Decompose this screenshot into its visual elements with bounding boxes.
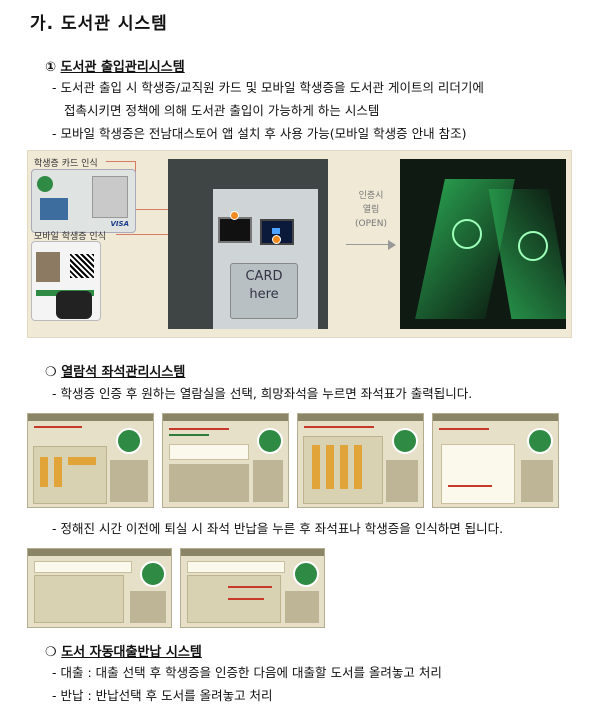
id-input-field xyxy=(169,444,249,460)
university-logo-icon xyxy=(257,428,283,454)
section1-title: 도서관 출입관리시스템 xyxy=(60,60,185,75)
screen-titlebar xyxy=(433,414,558,421)
screen-notice xyxy=(34,561,132,573)
section3-line-2: - 반납 : 반납선택 후 도서를 올려놓고 처리 xyxy=(52,688,273,703)
screen-text xyxy=(439,428,489,430)
callout-dot xyxy=(230,211,239,220)
section2-marker: ❍ xyxy=(45,365,57,380)
section2-heading: ❍ 열람석 좌석관리시스템 xyxy=(45,361,185,380)
screen-text xyxy=(448,485,492,487)
visa-logo: VISA xyxy=(110,220,129,228)
kiosk-screen-seat-select xyxy=(297,413,424,508)
screen-text xyxy=(34,426,82,428)
seat-block xyxy=(68,457,96,465)
screen-text xyxy=(169,428,229,430)
kiosk-keypad xyxy=(386,460,418,502)
kiosk-keypad xyxy=(253,460,283,502)
seat-block xyxy=(54,457,62,487)
university-logo-icon xyxy=(293,561,319,587)
kiosk-screen-seat-ticket xyxy=(432,413,559,508)
student-card-image: VISA xyxy=(31,169,136,233)
university-logo-icon xyxy=(392,428,418,454)
gate-reader-photo: CARD here xyxy=(168,159,328,329)
card-here-text-1: CARD xyxy=(245,269,283,284)
student-card-label: 학생증 카드 인식 xyxy=(34,159,98,169)
card-here-text-2: here xyxy=(249,287,279,302)
university-logo-icon xyxy=(37,176,53,192)
phone-in-hand-image xyxy=(56,291,92,319)
screen-notice xyxy=(187,561,285,573)
screen-titlebar xyxy=(28,549,171,556)
screen-text xyxy=(304,426,374,428)
seat-block xyxy=(340,445,348,489)
card-reader xyxy=(218,217,252,243)
seat-block xyxy=(326,445,334,489)
section1-line-3: - 모바일 학생증은 전남대스토어 앱 설치 후 사용 가능(모바일 학생증 안… xyxy=(52,126,467,141)
seat-block xyxy=(354,445,362,489)
mobile-card-label: 모바일 학생증 인식 xyxy=(34,232,106,242)
room-map xyxy=(33,446,107,504)
university-logo-icon xyxy=(527,428,553,454)
section3-heading: ❍ 도서 자동대출반납 시스템 xyxy=(45,641,202,660)
leader-line xyxy=(106,161,136,162)
section1-line-2: 접촉시키면 정책에 의해 도서관 출입이 가능하게 하는 시스템 xyxy=(64,103,380,118)
screen-titlebar xyxy=(28,414,153,421)
kiosk-keypad xyxy=(521,460,553,502)
card-chip xyxy=(40,198,68,220)
screen-titlebar xyxy=(163,414,288,421)
section1-line-1: - 도서관 출입 시 학생증/교직원 카드 및 모바일 학생증을 도서관 게이트… xyxy=(52,80,484,95)
section1-marker: ① xyxy=(45,60,57,75)
section3-line-1: - 대출 : 대출 선택 후 학생증을 인증한 다음에 대출할 도서를 올려놓고… xyxy=(52,665,442,680)
section2-line-2: - 정해진 시간 이전에 퇴실 시 좌석 반납을 누른 후 좌석표나 학생증을 … xyxy=(52,521,504,536)
card-photo xyxy=(92,176,128,218)
seat-block xyxy=(40,457,48,487)
page-title: 가. 도서관 시스템 xyxy=(30,14,168,34)
section2-line-1: - 학생증 인증 후 원하는 열람실을 선택, 희망좌석을 누르면 좌석표가 출… xyxy=(52,386,473,401)
university-logo-icon xyxy=(116,428,142,454)
kiosk-screen-room-select xyxy=(27,413,154,508)
gate-system-figure: 학생증 카드 인식 VISA 모바일 학생증 인식 CARD here 인증시 … xyxy=(27,150,572,338)
kiosk-keyboard xyxy=(169,464,249,502)
university-logo-icon xyxy=(140,561,166,587)
screen-text xyxy=(169,434,209,436)
screen-titlebar xyxy=(298,414,423,421)
screen-titlebar xyxy=(181,549,324,556)
reader-light-icon xyxy=(272,228,280,234)
open-gate-photo xyxy=(400,159,566,329)
kiosk-screen-return-2 xyxy=(180,548,325,628)
return-confirm-panel xyxy=(187,575,281,623)
arrow-shaft xyxy=(346,244,390,245)
return-info-panel xyxy=(34,575,124,623)
logo-emblem-icon xyxy=(452,219,482,249)
seat-ticket-panel xyxy=(441,444,515,504)
seat-block xyxy=(312,445,320,489)
section3-title: 도서 자동대출반납 시스템 xyxy=(61,645,202,660)
screen-text xyxy=(228,586,272,588)
arrow-right-icon xyxy=(388,240,396,250)
section3-marker: ❍ xyxy=(45,645,57,660)
qr-code-icon xyxy=(70,254,94,278)
open-caption-3: (OPEN) xyxy=(355,219,387,229)
kiosk-screen-student-id xyxy=(162,413,289,508)
kiosk-screen-return-1 xyxy=(27,548,172,628)
open-caption: 인증시 열림 (OPEN) xyxy=(344,189,398,231)
kiosk-keypad xyxy=(285,591,319,623)
open-caption-2: 열림 xyxy=(362,205,380,215)
section1-heading: ① 도서관 출입관리시스템 xyxy=(45,56,185,75)
kiosk-keypad xyxy=(110,460,148,502)
kiosk-keypad xyxy=(130,591,166,623)
screen-text xyxy=(228,598,264,600)
logo-emblem-icon xyxy=(518,231,548,261)
seat-map xyxy=(303,436,383,504)
callout-dot xyxy=(272,235,281,244)
open-caption-1: 인증시 xyxy=(358,191,384,201)
card-here-panel: CARD here xyxy=(230,263,298,319)
mobile-card-photo xyxy=(36,252,60,282)
section2-title: 열람석 좌석관리시스템 xyxy=(61,365,186,380)
